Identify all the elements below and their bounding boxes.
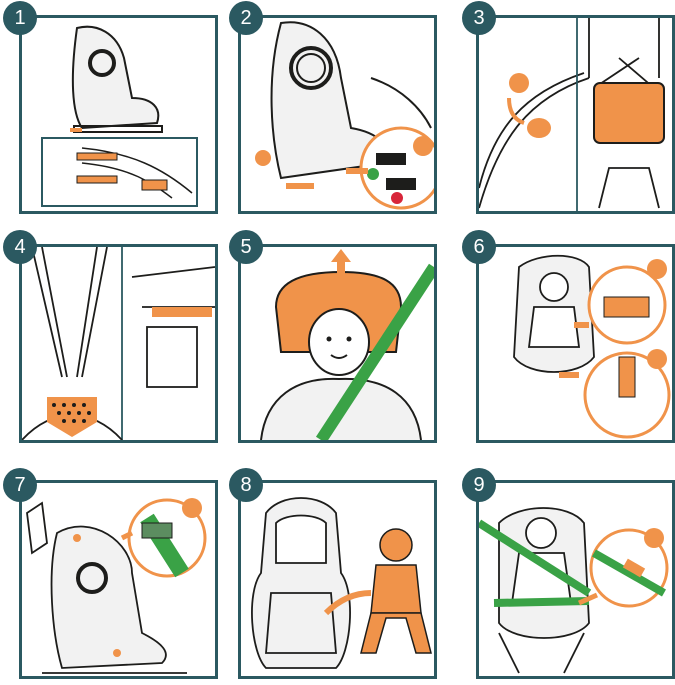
step-4-illustration	[22, 247, 215, 440]
step-panel-1	[19, 15, 218, 214]
step-2-illustration	[241, 18, 434, 211]
step-6-illustration	[479, 247, 672, 440]
eye-icon-2	[647, 349, 667, 369]
step-badge-8: 8	[229, 468, 263, 502]
check-icon	[367, 168, 379, 180]
step-panel-3	[476, 15, 675, 214]
step-panel-5	[238, 244, 437, 443]
step-badge-3: 3	[462, 1, 496, 35]
wrench-icon	[255, 150, 271, 166]
step-panel-6	[476, 244, 675, 443]
step-badge-5: 5	[229, 230, 263, 264]
step-panel-2	[238, 15, 437, 214]
eye-icon	[413, 136, 433, 156]
step-badge-7: 7	[3, 468, 37, 502]
step-5-illustration	[241, 247, 434, 440]
step-panel-4	[19, 244, 218, 443]
step-8-illustration	[241, 483, 434, 676]
step-badge-2: 2	[229, 1, 263, 35]
ear-icon	[644, 528, 664, 548]
step-9-illustration	[479, 483, 672, 676]
eye-icon	[647, 259, 667, 279]
cross-icon	[391, 192, 403, 204]
step-1-illustration	[22, 18, 215, 211]
step-3-illustration	[479, 18, 672, 211]
eye-icon	[182, 498, 202, 518]
step-panel-7	[19, 480, 218, 679]
step-panel-8	[238, 480, 437, 679]
step-badge-6: 6	[462, 230, 496, 264]
step-badge-4: 4	[3, 230, 37, 264]
step-7-illustration	[22, 483, 215, 676]
step-badge-9: 9	[462, 468, 496, 502]
step-badge-1: 1	[3, 1, 37, 35]
step-panel-9	[476, 480, 675, 679]
